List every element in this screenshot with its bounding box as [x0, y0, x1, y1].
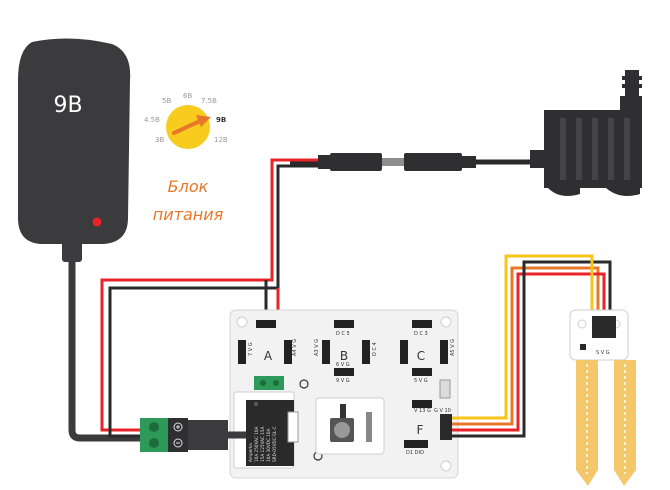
- water-pump: [530, 70, 642, 196]
- wire-black-pump: [108, 164, 318, 438]
- soil-moisture-sensor: S V G: [569, 309, 636, 486]
- pin-label-9vg: 9 V G: [336, 378, 350, 384]
- adapter-voltage-label: 9В: [53, 93, 82, 118]
- pin-label-5vg: 5 V G: [414, 378, 428, 384]
- port-c-label: C: [417, 349, 425, 363]
- dial-tick-7-5v: 7.5В: [201, 97, 217, 105]
- board-terminal-block: [254, 376, 284, 390]
- relay-brand: Amperka: [248, 443, 253, 462]
- dial-tick-3v: 3В: [155, 136, 164, 144]
- dc-jack-adapter: [140, 418, 228, 452]
- pin-label-dc4: D C 4: [372, 342, 378, 356]
- pin-label-dc3: D C 3: [414, 331, 428, 337]
- power-adapter: 9В: [18, 38, 131, 262]
- wire-orange-signal: [448, 266, 600, 426]
- port-f-label: F: [417, 423, 424, 437]
- pin-label-a5: A5 V G: [450, 339, 456, 356]
- port-a-label: A: [264, 349, 273, 363]
- adapter-led-icon: [92, 217, 102, 227]
- dial-tick-6v: 6В: [183, 92, 192, 100]
- pump-connector: [318, 153, 476, 171]
- relay-spec-3: 10A 30VDC 10A: [266, 428, 271, 462]
- relay-spec-1: 10A 250VAC 10A: [254, 427, 259, 462]
- port-b-label: B: [340, 349, 348, 363]
- pin-label-7vg: 7 V G: [248, 342, 254, 356]
- dial-tick-4-5v: 4.5В: [144, 116, 160, 124]
- adapter-cable: [68, 260, 150, 442]
- sensor-pin-label: S V G: [596, 350, 610, 356]
- pin-label-g10: G V 10: [434, 408, 451, 414]
- board-mark-icon: [299, 379, 309, 389]
- sensor-probe-left: [576, 360, 598, 486]
- potentiometer-knob-icon: [334, 422, 350, 438]
- dial-caption-line1: Блок: [168, 177, 209, 196]
- dial-tick-12v: 12В: [214, 136, 228, 144]
- relay-spec-4: SRD-05VDC-SL-C: [272, 426, 277, 462]
- pin-label-v13g: V 13 G: [414, 408, 431, 414]
- wire-red-sensor: [448, 272, 606, 432]
- relay-spec-2: 15A 125VAC 15A: [260, 427, 265, 462]
- dial-caption-line2: питания: [153, 205, 224, 224]
- voltage-dial: 3В 4.5В 5В 6В 7.5В 9В 12В: [144, 92, 228, 149]
- pin-label-a3: A3 V G: [314, 339, 320, 356]
- dial-tick-9v: 9В: [216, 116, 226, 124]
- pin-label-d1: D1 DIO: [406, 450, 424, 456]
- wire-black-sensor: [448, 260, 612, 438]
- relay-module: Amperka 10A 250VAC 10A 15A 125VAC 15A 10…: [233, 391, 299, 469]
- pin-label-a4: A4 V G: [292, 339, 298, 356]
- sensor-cable-connector: [440, 414, 452, 440]
- dial-tick-5v: 5В: [162, 97, 171, 105]
- pin-label-6vg: 6 V G: [336, 362, 350, 368]
- pin-label-dc5: D C 5: [336, 331, 350, 337]
- sensor-probe-right: [614, 360, 636, 486]
- dial-arrow-icon: [196, 115, 211, 127]
